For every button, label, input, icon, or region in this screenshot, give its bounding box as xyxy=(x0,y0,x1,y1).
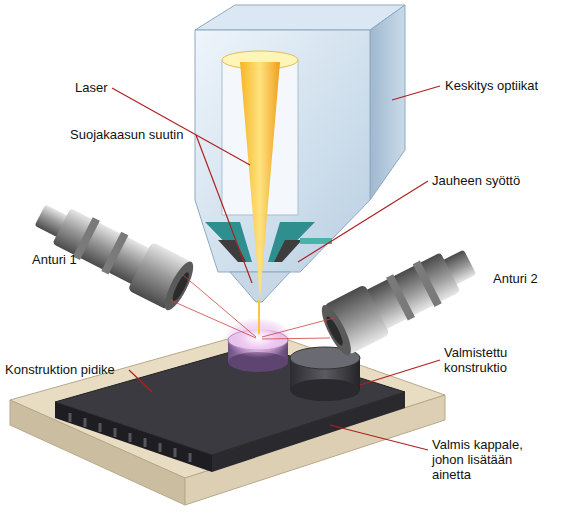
part-label: Keskitys optiikat xyxy=(445,78,538,93)
part-label: Konstruktion pidike xyxy=(5,362,115,377)
part-label: Suojakaasun suutin xyxy=(70,127,183,142)
part-label: Jauheen syöttö xyxy=(432,173,520,188)
part-label: Valmis kappale, johon lisätään ainetta xyxy=(432,437,536,482)
part-label: Anturi 1 xyxy=(32,252,77,267)
part-label: Laser xyxy=(75,80,108,95)
part-label: Anturi 2 xyxy=(493,271,538,286)
part-label: Valmistettu konstruktio xyxy=(444,345,534,375)
